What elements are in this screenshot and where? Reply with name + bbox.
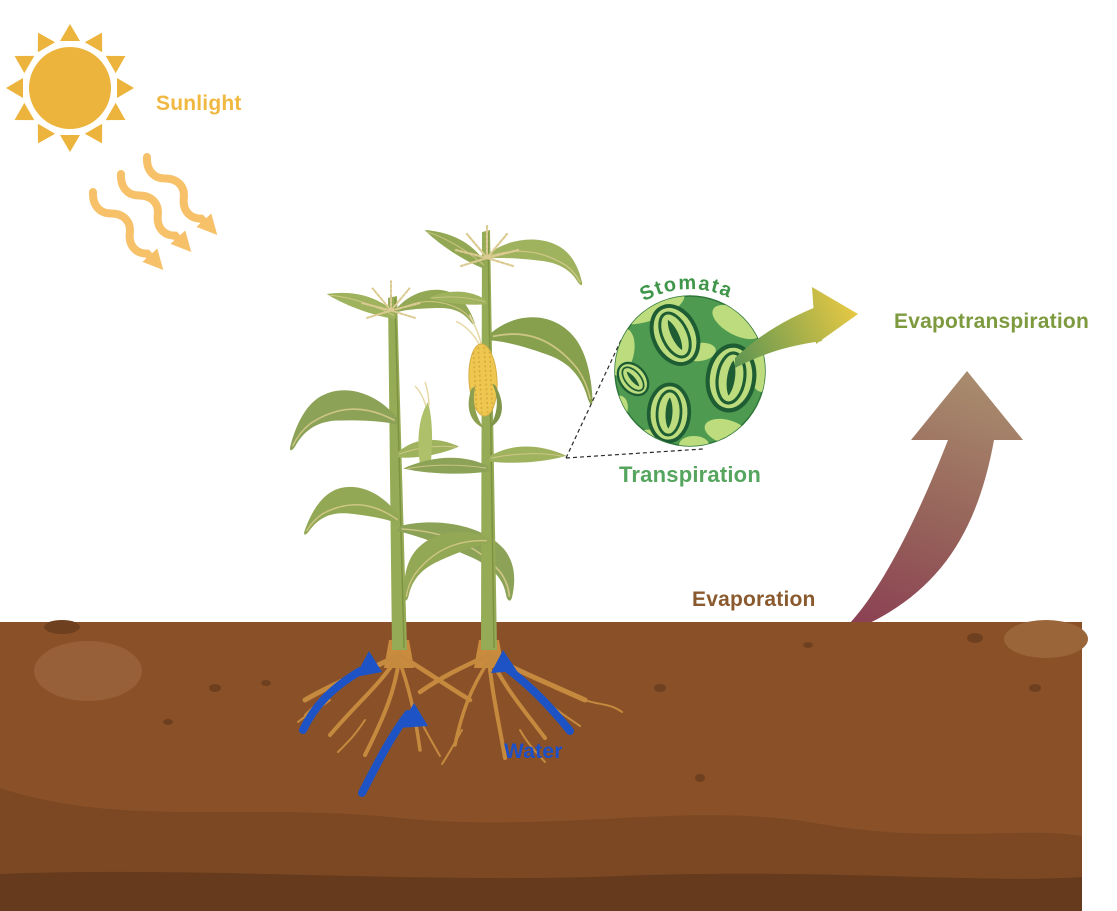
sunlight-label: Sunlight — [156, 92, 242, 115]
left-corn-stalk — [289, 280, 541, 650]
sun-icon — [6, 24, 134, 152]
stomata-inset-circle: Stomata — [614, 272, 766, 447]
soil-ground — [0, 620, 1088, 911]
evapotranspiration-label: Evapotranspiration — [894, 310, 1089, 333]
corn-cob — [455, 314, 502, 429]
stomata-callout-lines — [565, 337, 704, 459]
corn-plants-illustration — [289, 224, 603, 650]
right-corn-stalk — [389, 224, 603, 650]
water-arrows-icon — [299, 650, 574, 797]
water-label: Water — [504, 740, 563, 763]
evapotranspiration-arrow-icon — [843, 371, 1023, 633]
transpiration-label: Transpiration — [619, 462, 761, 487]
transpiration-arrow-icon — [735, 287, 858, 368]
evaporation-label: Evaporation — [692, 588, 816, 611]
young-ear — [414, 381, 433, 470]
sunlight-rays-icon — [86, 150, 225, 276]
